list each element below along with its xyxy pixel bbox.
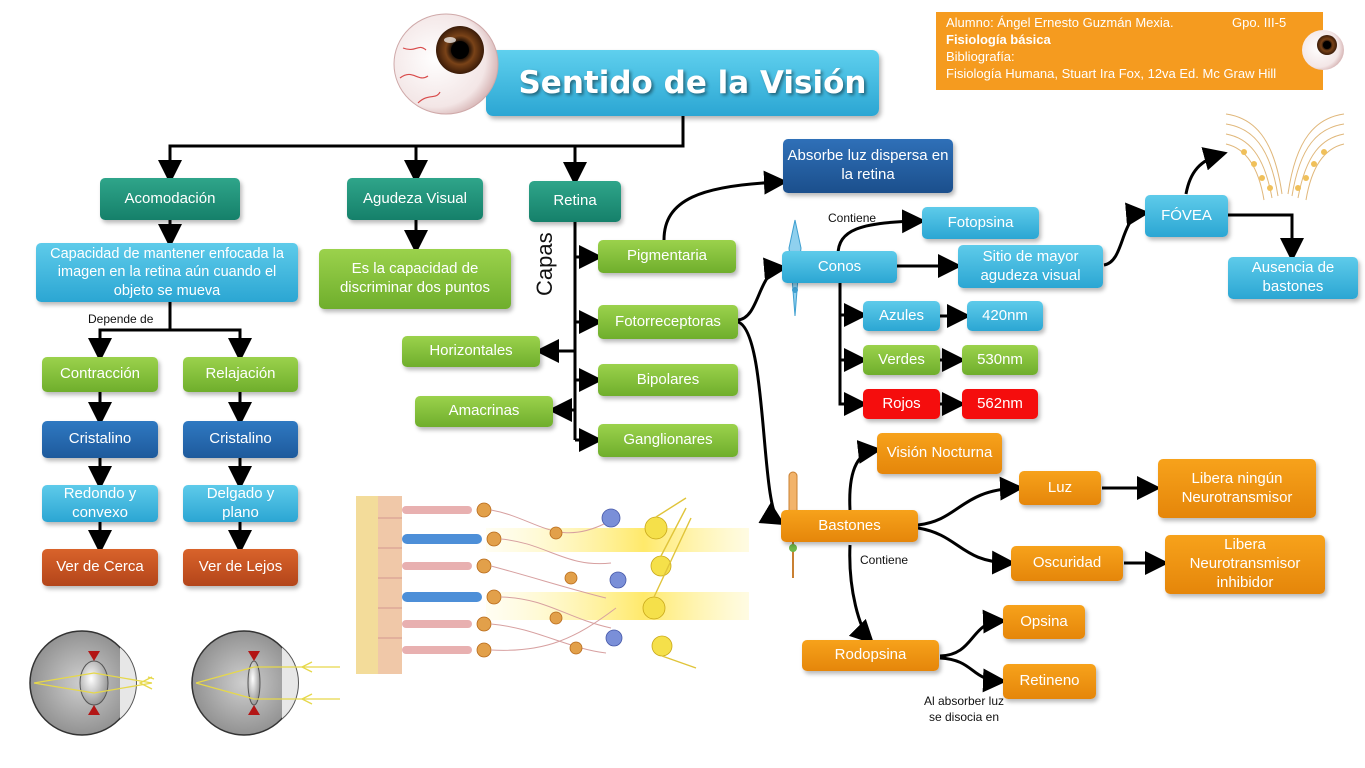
node-oscuridad: Oscuridad xyxy=(1011,546,1123,581)
node-relajacion: Relajación xyxy=(183,357,298,392)
node-retineno: Retineno xyxy=(1003,664,1096,699)
node-verdes: Verdes xyxy=(863,345,940,375)
node-agudeza-definicion: Es la capacidad de discriminar dos punto… xyxy=(319,249,511,309)
node-vision-nocturna: Visión Nocturna xyxy=(877,433,1002,474)
node-delgado-plano: Delgado y plano xyxy=(183,485,298,522)
node-opsina: Opsina xyxy=(1003,605,1085,639)
node-libera-ningun: Libera ningún Neurotransmisor xyxy=(1158,459,1316,518)
label-contiene-bastones: Contiene xyxy=(860,553,909,567)
label-depende-de: Depende de xyxy=(88,312,154,326)
node-luz: Luz xyxy=(1019,471,1101,505)
info-box: Alumno: Ángel Ernesto Guzmán Mexia. Fisi… xyxy=(936,12,1323,90)
node-contraccion: Contracción xyxy=(42,357,158,392)
node-absorbe-luz: Absorbe luz dispersa en la retina xyxy=(783,139,953,193)
node-rodopsina: Rodopsina xyxy=(802,640,939,671)
title-box: Sentido de la Visión xyxy=(486,50,879,116)
student-name: Alumno: Ángel Ernesto Guzmán Mexia. xyxy=(946,15,1174,30)
node-530nm: 530nm xyxy=(962,345,1038,375)
course-name: Fisiología básica xyxy=(946,31,1051,47)
eyeball-image xyxy=(393,13,499,115)
node-rojos: Rojos xyxy=(863,389,940,419)
accommodation-eye-diagram xyxy=(29,630,340,736)
node-libera-inhibidor: Libera Neurotransmisor inhibidor xyxy=(1165,535,1325,594)
node-acomodacion: Acomodación xyxy=(100,178,240,220)
bibliography-text: Fisiología Humana, Stuart Ira Fox, 12va … xyxy=(946,65,1277,81)
page-title: Sentido de la Visión xyxy=(518,65,867,101)
node-420nm: 420nm xyxy=(967,301,1043,331)
label-capas: Capas xyxy=(532,232,557,296)
eyeball-small-image xyxy=(1302,30,1344,70)
node-fovea: FÓVEA xyxy=(1145,195,1228,237)
node-azules: Azules xyxy=(863,301,940,331)
node-cristalino-2: Cristalino xyxy=(183,421,298,458)
node-sitio-agudeza: Sitio de mayor agudeza visual xyxy=(958,245,1103,288)
fovea-illustration xyxy=(1225,113,1345,201)
node-ver-de-lejos: Ver de Lejos xyxy=(183,549,298,586)
node-conos: Conos xyxy=(782,251,897,283)
node-agudeza-visual: Agudeza Visual xyxy=(347,178,483,220)
node-ver-de-cerca: Ver de Cerca xyxy=(42,549,158,586)
node-bastones: Bastones xyxy=(781,510,918,542)
node-cristalino-1: Cristalino xyxy=(42,421,158,458)
group-label: Gpo. III-5 xyxy=(1232,15,1287,30)
node-capacidad: Capacidad de mantener enfocada la imagen… xyxy=(36,243,298,302)
node-pigmentaria: Pigmentaria xyxy=(598,240,736,273)
node-ganglionares: Ganglionares xyxy=(598,424,738,457)
label-al-absorber: Al absorber luz se disocia en xyxy=(923,694,1005,724)
node-redondo-convexo: Redondo y convexo xyxy=(42,485,158,522)
label-contiene-conos: Contiene xyxy=(828,211,877,225)
node-fotopsina: Fotopsina xyxy=(922,207,1039,239)
node-horizontales: Horizontales xyxy=(402,336,540,367)
retina-layers-illustration xyxy=(356,496,749,674)
bibliography-label: Bibliografía: xyxy=(946,48,1015,64)
node-fotorreceptoras: Fotorreceptoras xyxy=(598,305,738,339)
node-bipolares: Bipolares xyxy=(598,364,738,396)
node-ausencia-bastones: Ausencia de bastones xyxy=(1228,257,1358,299)
node-562nm: 562nm xyxy=(962,389,1038,419)
node-retina: Retina xyxy=(529,181,621,222)
node-amacrinas: Amacrinas xyxy=(415,396,553,427)
